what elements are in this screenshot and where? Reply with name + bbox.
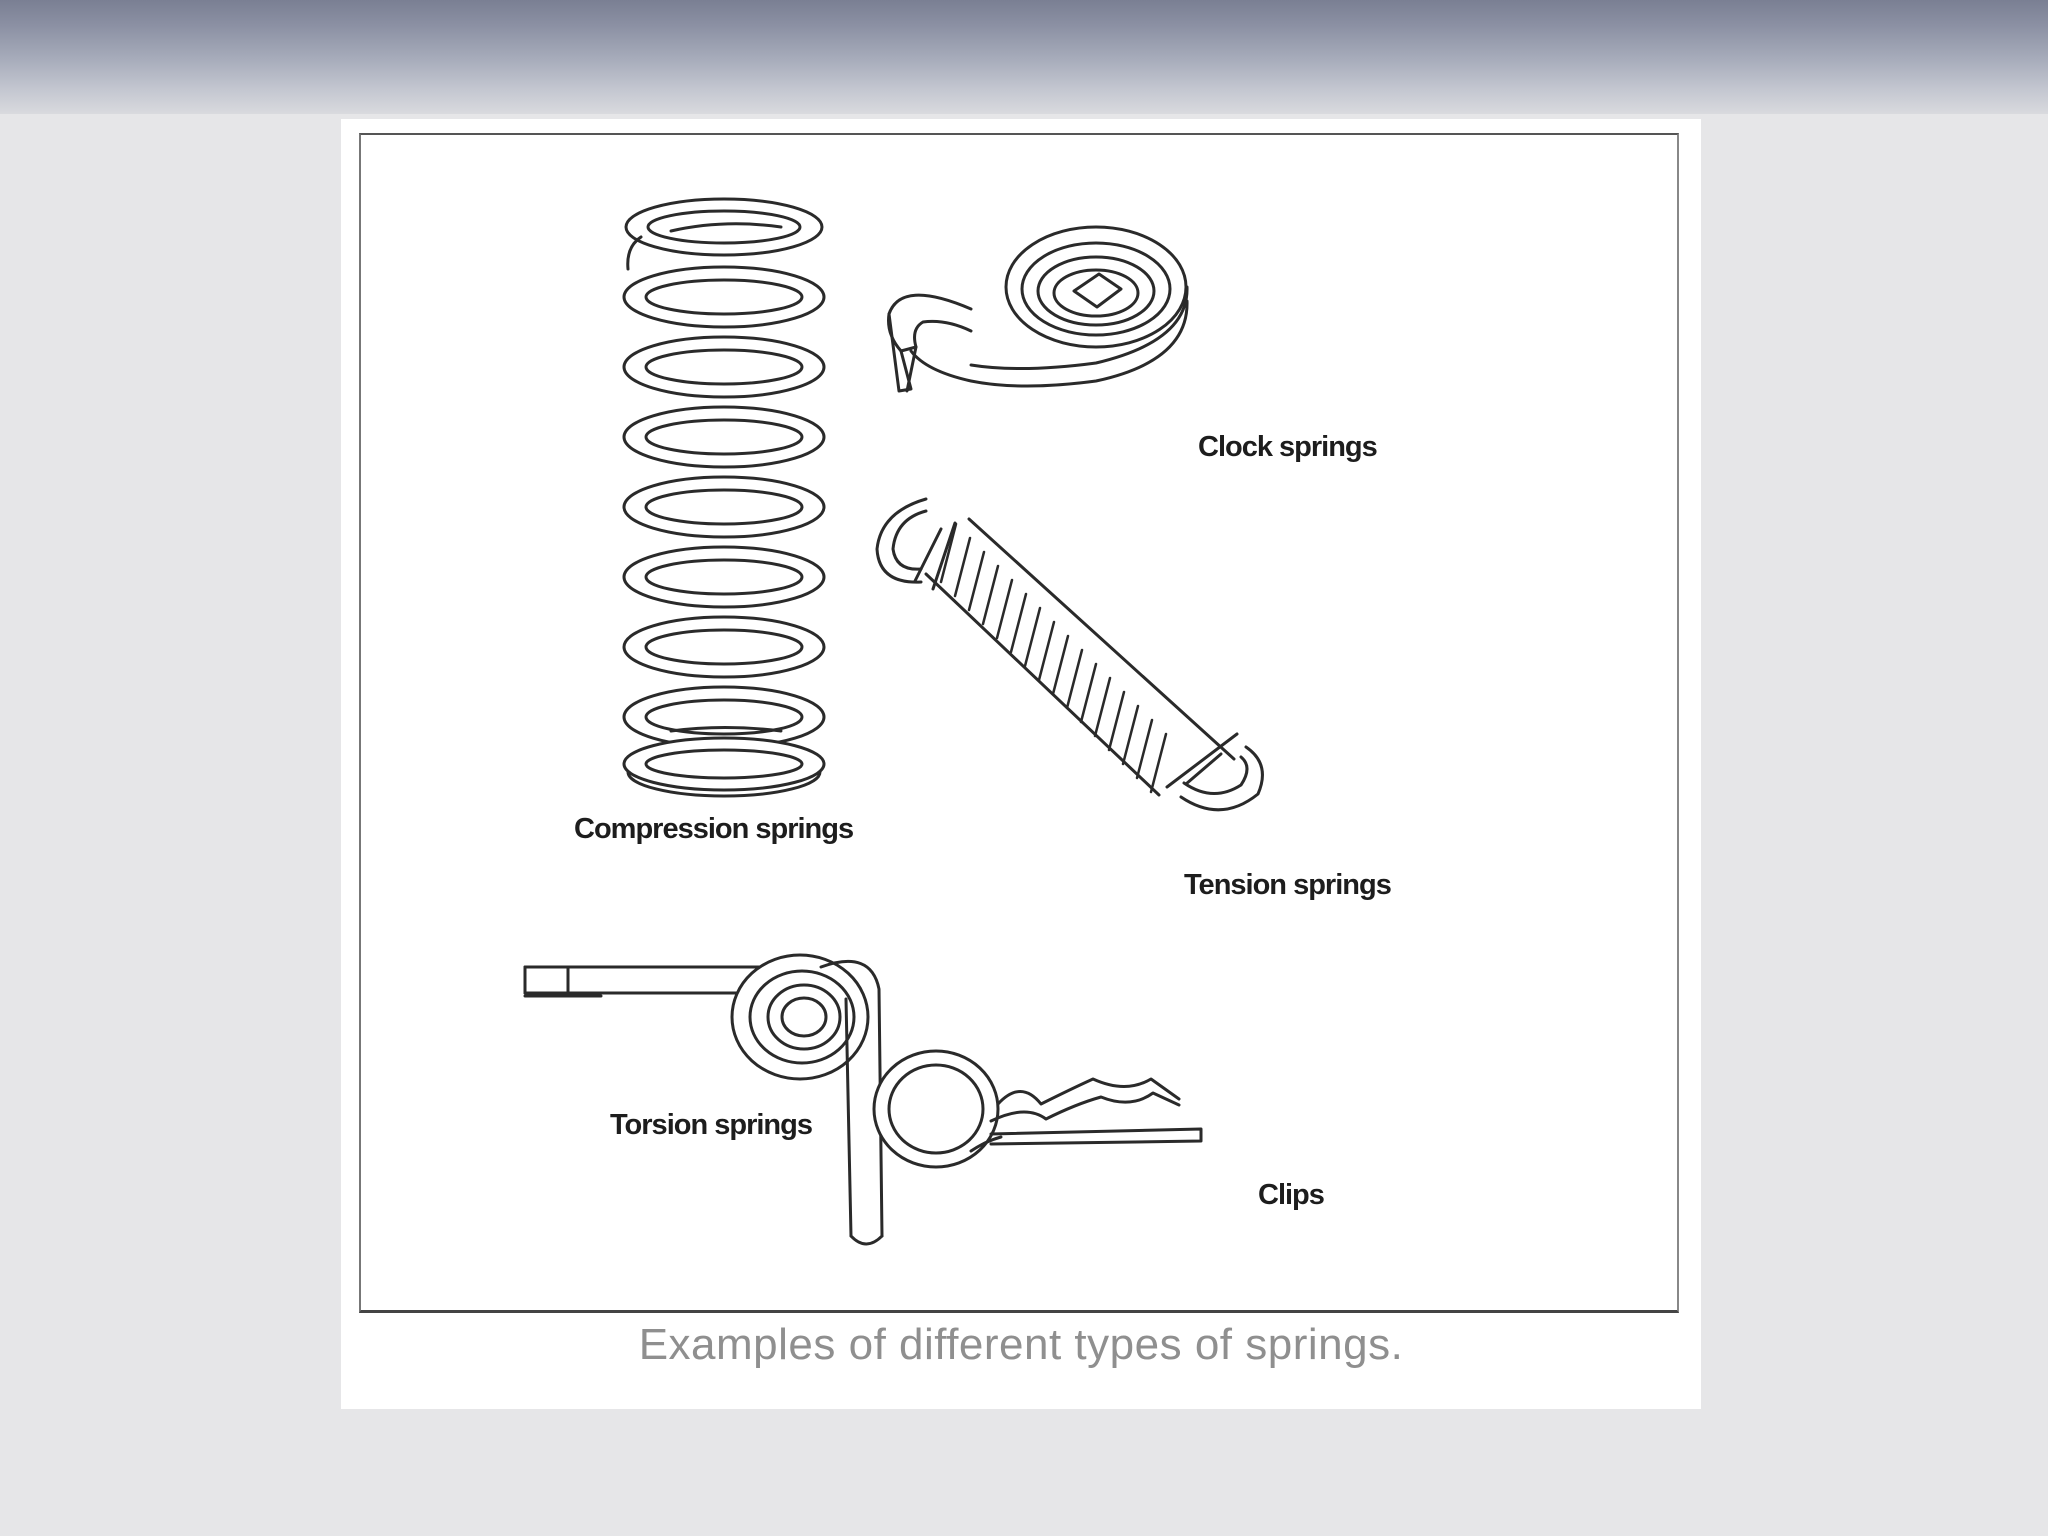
figure-panel: Compression springs Clock springs Tensio…: [341, 119, 1701, 1409]
top-banner: [0, 0, 2048, 114]
clips-label: Clips: [1258, 1179, 1325, 1211]
torsion-spring-drawing: [523, 953, 884, 1246]
compression-spring-drawing: [622, 197, 826, 798]
springs-illustration: [523, 197, 1264, 1246]
clip-drawing: [872, 1049, 1203, 1169]
clock-spring-drawing: [887, 225, 1189, 393]
tension-spring-drawing: [875, 497, 1264, 812]
tension-springs-label: Tension springs: [1184, 869, 1392, 901]
compression-springs-label: Compression springs: [574, 813, 854, 845]
figure-caption: Examples of different types of springs.: [638, 1320, 1404, 1369]
diagram-frame: [359, 133, 1679, 1313]
torsion-springs-label: Torsion springs: [610, 1109, 813, 1141]
clock-springs-label: Clock springs: [1198, 431, 1378, 463]
